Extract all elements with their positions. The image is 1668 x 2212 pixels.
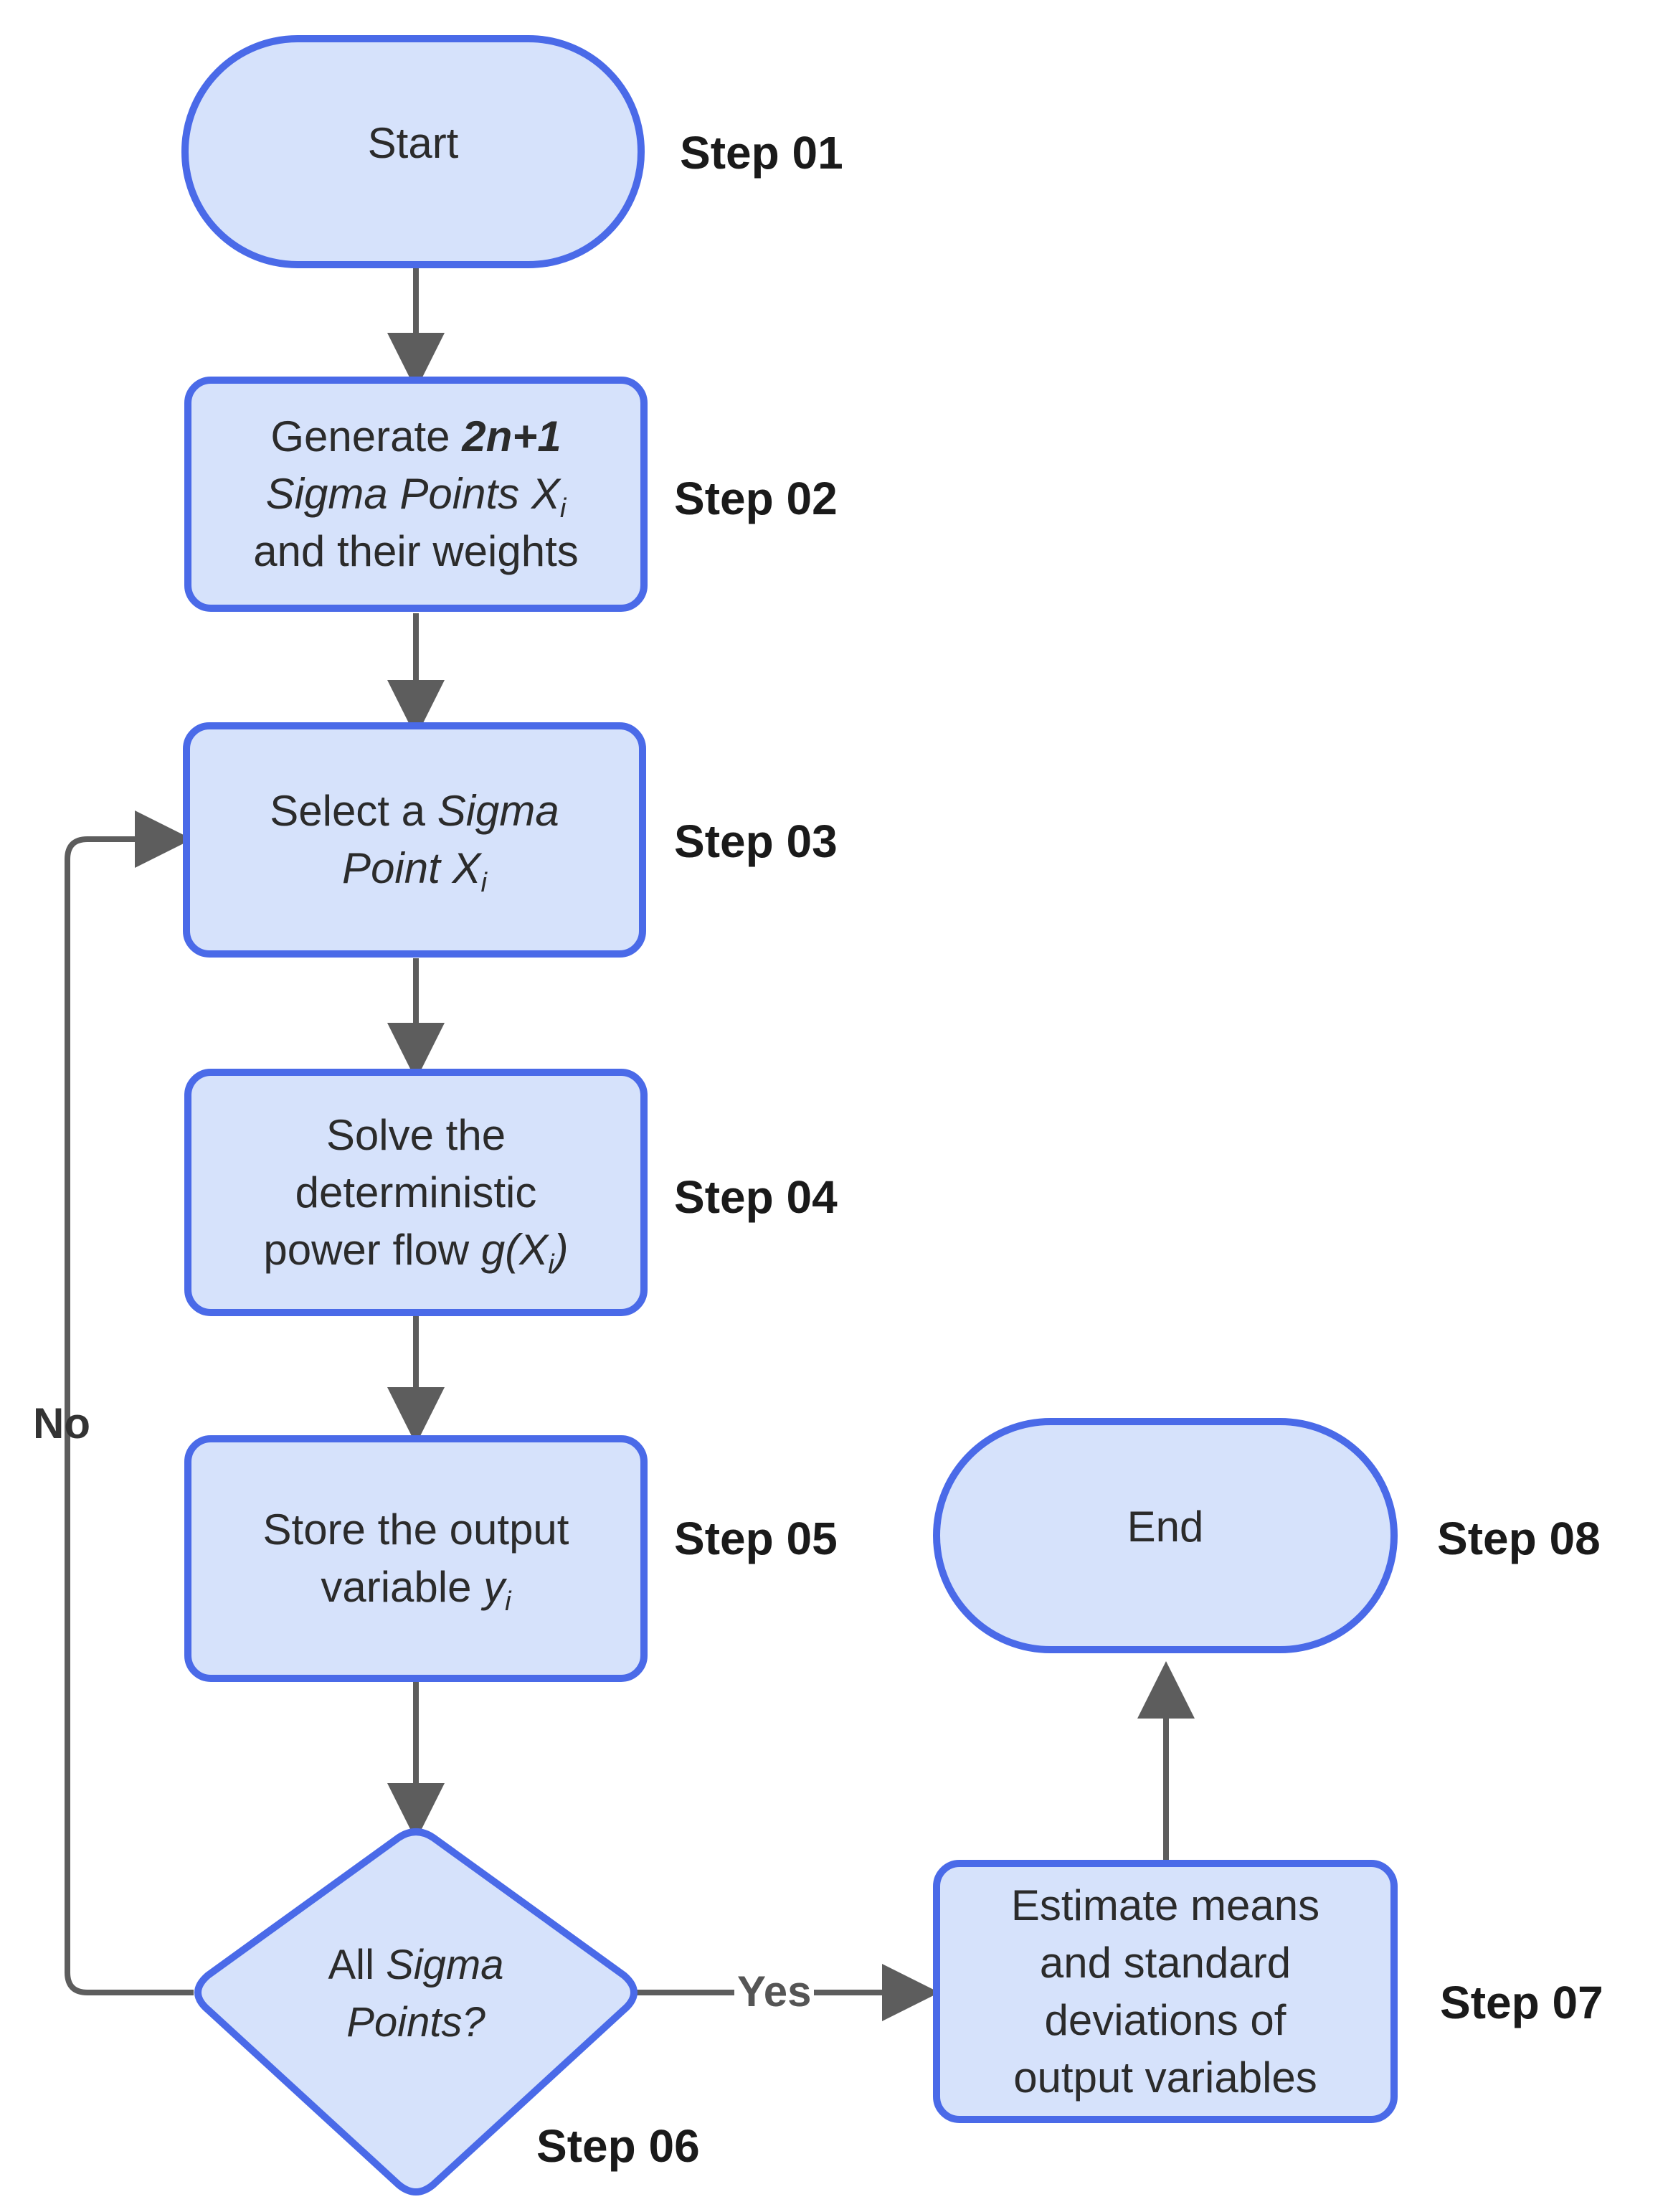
generate-line-2-sub: i: [559, 493, 567, 524]
generate-line-2-text: Sigma Points X: [265, 470, 560, 518]
generate-line-3: and their weights: [253, 527, 579, 575]
end-terminator: [933, 1418, 1398, 1653]
generate-line-1: Generate 2n+1: [270, 408, 561, 465]
generate-box: [184, 377, 648, 612]
step-label-06: Step 06: [536, 2120, 700, 2172]
decision-line-2: Points?: [346, 1999, 485, 2046]
decision-line-1: All Sigma: [328, 1937, 504, 1994]
store-line-2-sub: i: [505, 1587, 511, 1617]
step-label-03: Step 03: [674, 816, 838, 867]
store-line-2-italic: y: [483, 1563, 506, 1611]
decision-label: All Sigma Points?: [273, 1909, 559, 2079]
estimate-line-1: Estimate means: [1010, 1881, 1320, 1929]
generate-line-2: Sigma Points Xi: [266, 465, 567, 523]
generate-label: Generate 2n+1 Sigma Points Xi and their …: [188, 380, 644, 608]
decision-line-1-italic: Sigma: [386, 1942, 504, 1988]
step-label-08: Step 08: [1437, 1513, 1601, 1564]
end-label: End: [937, 1413, 1394, 1641]
solve-line-3-close: ): [554, 1225, 569, 1274]
step-label-04: Step 04: [674, 1171, 838, 1223]
step-label-01: Step 01: [680, 127, 843, 179]
solve-line-3-sub: i: [548, 1249, 554, 1280]
yes-edge-label: Yes: [734, 1967, 815, 2016]
select-box: [183, 722, 646, 958]
select-line-2-sub: i: [480, 868, 487, 898]
select-line-1-text: Select a: [270, 787, 437, 835]
start-terminator: [181, 35, 645, 268]
solve-line-3-text: power flow: [263, 1225, 481, 1274]
decision-line-1-text: All: [328, 1942, 387, 1988]
step-label-02: Step 02: [674, 473, 838, 524]
step-label-07: Step 07: [1440, 1977, 1603, 2028]
generate-line-1-text: Generate: [270, 412, 463, 460]
estimate-box: [933, 1860, 1398, 2123]
select-line-2: Point Xi: [342, 840, 487, 897]
select-label: Select a Sigma Point Xi: [186, 726, 643, 954]
estimate-line-2: and standard: [1039, 1938, 1292, 1987]
estimate-line-4: output variables: [1013, 2053, 1317, 2102]
start-label: Start: [185, 30, 641, 256]
decision-diamond: [194, 1828, 638, 2196]
solve-line-3-italic: g(X: [480, 1225, 549, 1274]
generate-line-1-bold: 2n+1: [462, 412, 561, 460]
solve-line-1: Solve the: [326, 1110, 506, 1159]
solve-box: [184, 1069, 648, 1316]
end-text: End: [1127, 1503, 1204, 1551]
store-line-2-text: variable: [321, 1563, 484, 1611]
solve-label: Solve the deterministic power flow g(Xi): [188, 1072, 644, 1313]
select-line-2-text: Point X: [342, 844, 481, 892]
select-line-1-italic: Sigma: [437, 787, 559, 835]
estimate-line-3: deviations of: [1044, 1995, 1286, 2044]
no-edge-label: No: [33, 1399, 90, 1447]
step-label-05: Step 05: [674, 1513, 838, 1564]
select-line-1: Select a Sigma: [270, 783, 559, 840]
store-box: [184, 1435, 648, 1682]
estimate-label: Estimate means and standard deviations o…: [937, 1863, 1394, 2119]
store-line-1: Store the output: [262, 1506, 569, 1554]
solve-line-3: power flow g(Xi): [263, 1221, 568, 1279]
store-label: Store the output variable yi: [188, 1439, 644, 1678]
start-text: Start: [367, 118, 459, 167]
edge-decision-no-loop: [65, 810, 194, 1995]
solve-line-2: deterministic: [295, 1168, 537, 1216]
store-line-2: variable yi: [321, 1559, 511, 1616]
